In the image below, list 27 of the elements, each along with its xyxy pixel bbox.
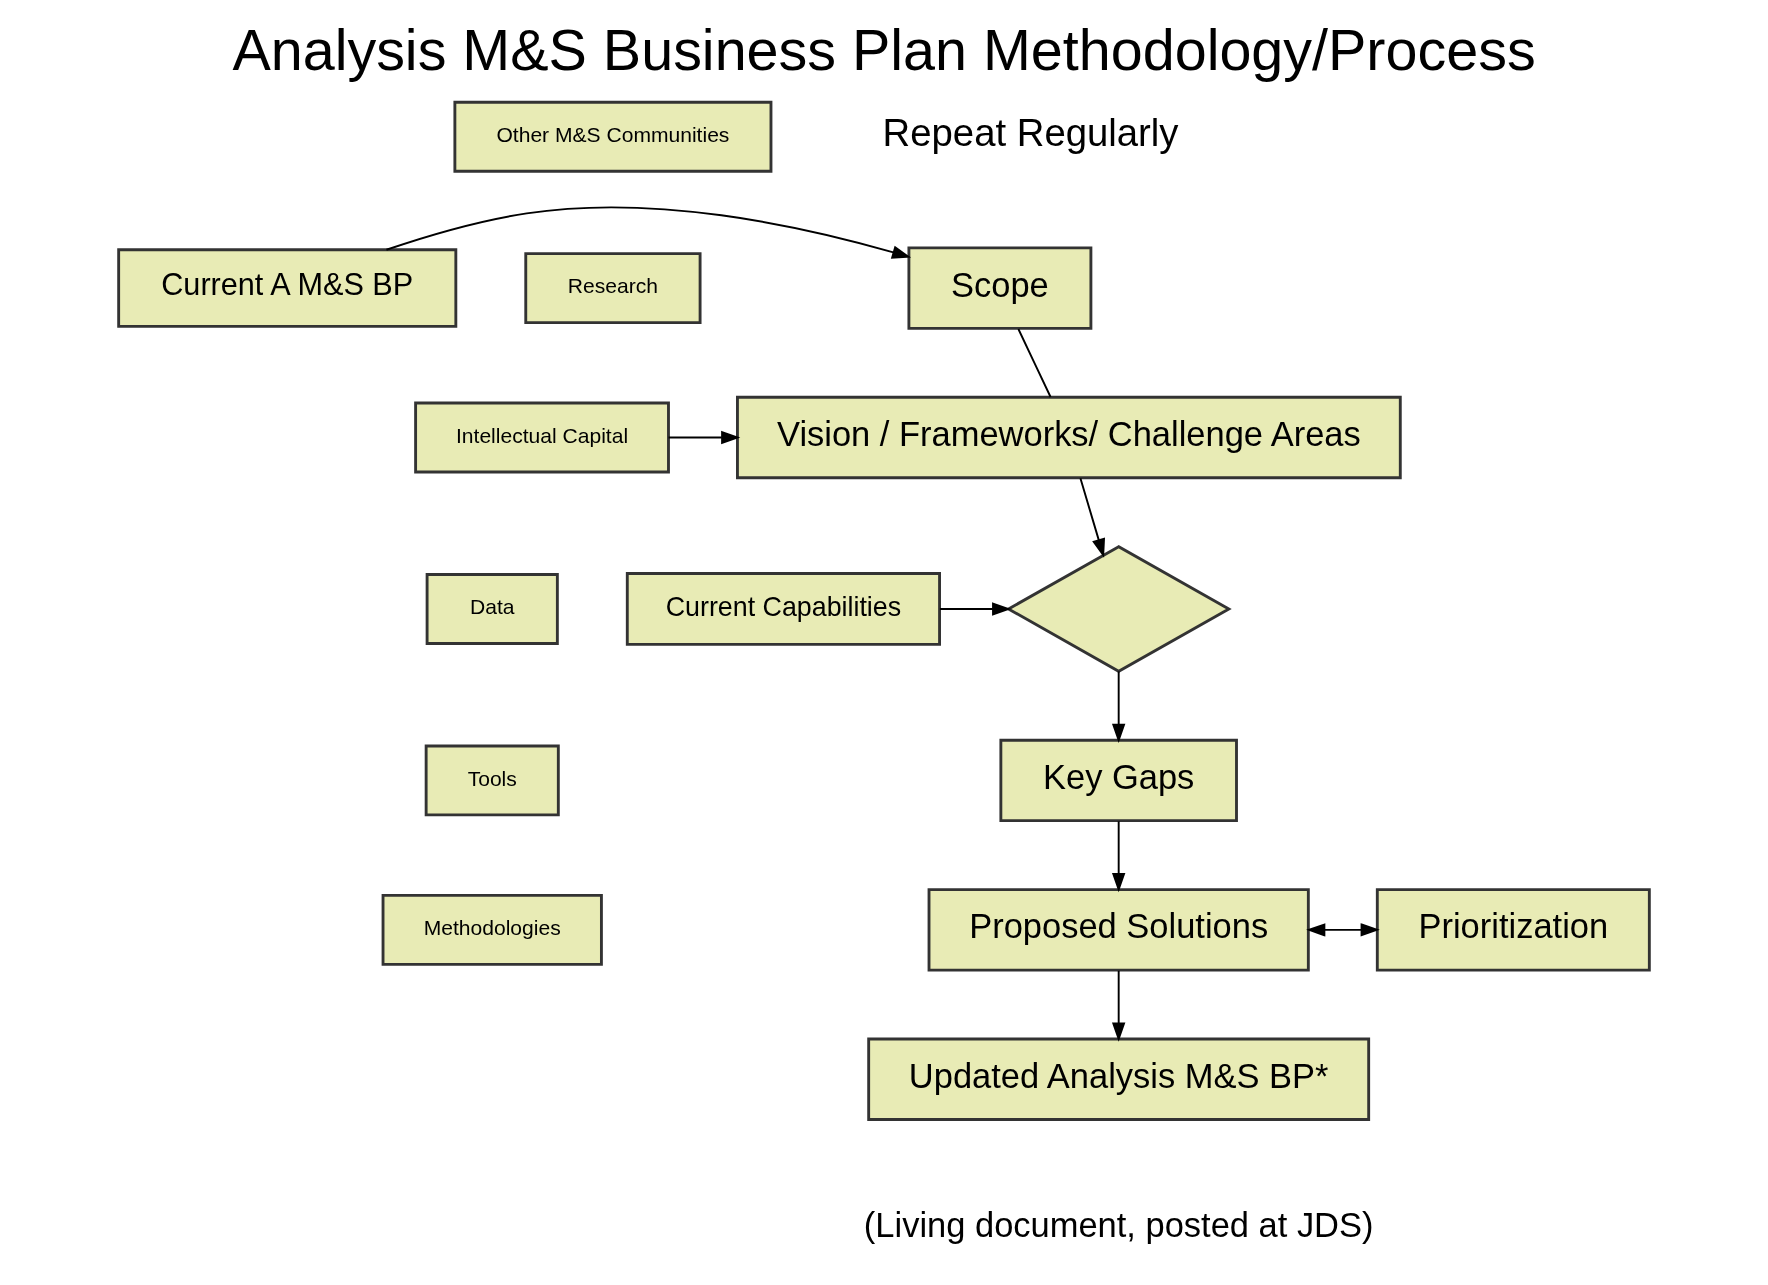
node-box: Key Gaps bbox=[999, 738, 1238, 823]
node-box: Intellectual Capital bbox=[414, 401, 670, 474]
node-box: Methodologies bbox=[381, 893, 603, 966]
node-box: Tools bbox=[424, 744, 560, 817]
diagram-title: Analysis M&S Business Plan Methodology/Process bbox=[232, 17, 1536, 82]
node-label: (Living document, posted at JDS) bbox=[863, 1206, 1374, 1245]
node-box: Vision / Frameworks/ Challenge Areas bbox=[736, 395, 1402, 480]
node-box: Other M&S Communities bbox=[453, 100, 773, 173]
arrow bbox=[385, 206, 912, 259]
arrow bbox=[667, 430, 741, 445]
node-diamond bbox=[1005, 545, 1232, 673]
node-box: Current Capabilities bbox=[625, 572, 941, 646]
node-box: Scope bbox=[907, 246, 1093, 330]
arrow bbox=[1111, 969, 1126, 1042]
connector bbox=[1017, 328, 1052, 398]
arrow bbox=[1111, 820, 1126, 893]
node-box: Updated Analysis M&S BP* bbox=[867, 1037, 1371, 1121]
node-box: Proposed Solutions bbox=[927, 888, 1310, 972]
label: Repeat Regularly bbox=[882, 111, 1179, 155]
arrow bbox=[1306, 923, 1380, 937]
node-box: Data bbox=[425, 573, 559, 645]
node-box: Current A M&S BP bbox=[117, 248, 458, 328]
arrow bbox=[938, 602, 1012, 616]
node-box: Prioritization bbox=[1375, 888, 1651, 972]
arrow bbox=[1111, 670, 1126, 743]
node-box: Research bbox=[524, 252, 702, 324]
arrow bbox=[1079, 477, 1106, 558]
